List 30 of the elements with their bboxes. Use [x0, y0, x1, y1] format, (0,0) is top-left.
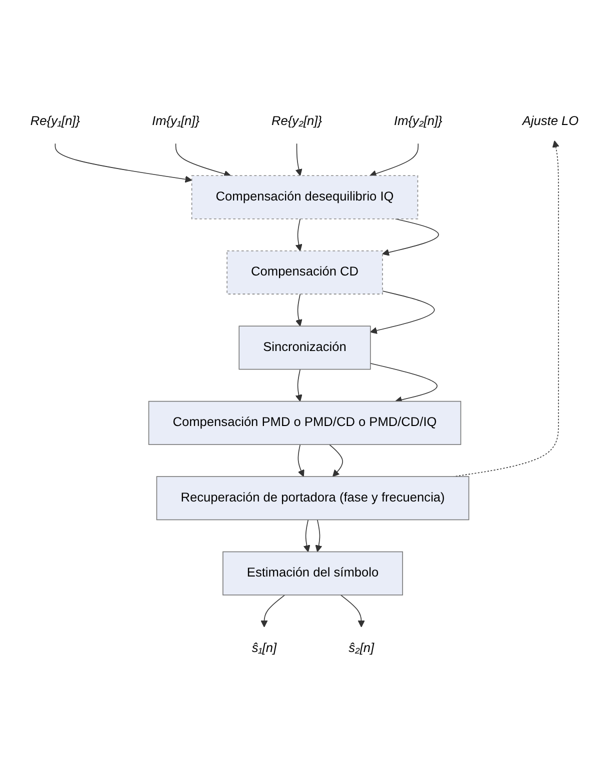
arrow: [315, 520, 322, 552]
arrow: [295, 143, 302, 176]
arrow: [328, 444, 343, 478]
node-box: [156, 476, 470, 520]
node-box: [226, 250, 383, 295]
arrow: [370, 290, 435, 334]
arrow: [260, 594, 286, 628]
arrow: [303, 520, 310, 552]
node-text: Re{y₂[n]}: [272, 114, 322, 129]
node-box: [238, 326, 371, 370]
arrow: [295, 369, 302, 402]
arrow: [54, 143, 192, 183]
node-text: ŝ₁[n]: [252, 642, 277, 656]
node-text: ŝ₂[n]: [348, 642, 374, 656]
arrow: [295, 218, 302, 252]
arrow: [298, 444, 304, 478]
node-box: [148, 401, 462, 446]
node-text: Im{y₁[n]}: [152, 114, 200, 129]
arrow: [175, 143, 231, 178]
arrow: [340, 594, 365, 628]
node-text: Ajuste LO: [522, 114, 579, 129]
arrow: [454, 140, 560, 478]
node-box: [191, 175, 418, 220]
node-text: Re{y₁[n]}: [30, 114, 80, 129]
arrow: [382, 218, 439, 256]
arrow: [370, 363, 438, 404]
node-text: Im{y₂[n]}: [394, 114, 442, 129]
arrow: [295, 294, 302, 327]
node-box: [222, 552, 403, 596]
arrow: [370, 143, 419, 178]
